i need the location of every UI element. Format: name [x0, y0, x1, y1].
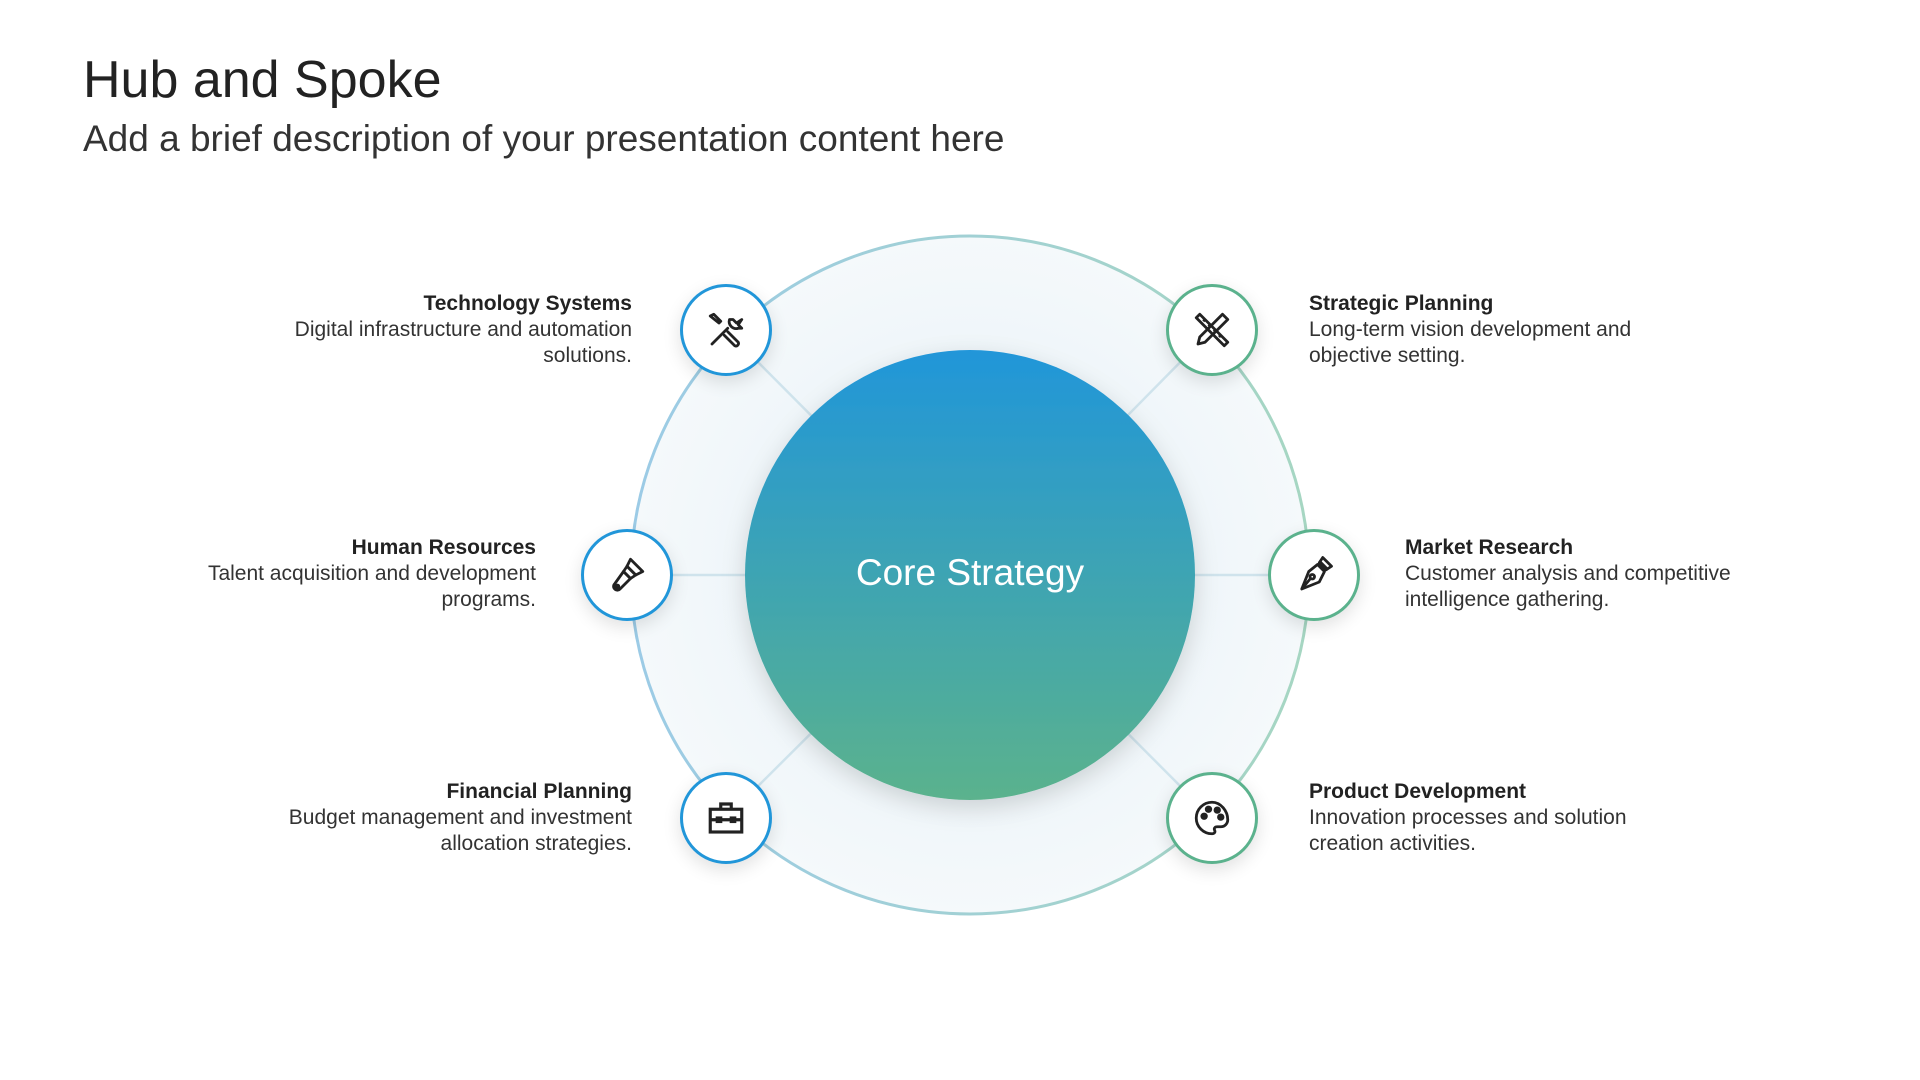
palette-icon	[1194, 800, 1230, 836]
spoke-title: Strategic Planning	[1309, 292, 1494, 315]
toolbox-icon	[708, 802, 744, 834]
spoke-node-product-development[interactable]	[1166, 772, 1258, 864]
spoke-node-strategic-planning[interactable]	[1166, 284, 1258, 376]
spoke-title: Product Development	[1309, 780, 1527, 803]
paintbrush-icon	[612, 557, 645, 592]
spoke-node-human-resources[interactable]	[581, 529, 673, 621]
spoke-node-financial-planning[interactable]	[680, 772, 772, 864]
hub-label: Core Strategy	[855, 552, 1085, 593]
pen-nib-icon	[1300, 556, 1333, 591]
page-title: Hub and Spoke	[83, 51, 442, 109]
hub-circle	[745, 350, 1195, 800]
spoke-text-product-development: Product Development Innovation processes…	[1309, 779, 1699, 857]
pencil-ruler-icon	[1194, 312, 1230, 348]
spoke-node-market-research[interactable]	[1268, 529, 1360, 621]
spoke-description: Digital infrastructure and automation so…	[294, 318, 632, 367]
spoke-description: Customer analysis and competitive intell…	[1405, 562, 1731, 611]
spoke-title: Financial Planning	[446, 780, 632, 803]
spoke-description: Talent acquisition and development progr…	[207, 562, 536, 611]
spoke-text-technology-systems: Technology Systems Digital infrastructur…	[212, 291, 632, 369]
spoke-text-strategic-planning: Strategic Planning Long-term vision deve…	[1309, 291, 1699, 369]
spoke-title: Market Research	[1405, 536, 1574, 559]
spoke-text-market-research: Market Research Customer analysis and co…	[1405, 535, 1795, 613]
spoke-node-technology-systems[interactable]	[680, 284, 772, 376]
spoke-title: Technology Systems	[423, 292, 632, 315]
spoke-description: Long-term vision development and objecti…	[1309, 318, 1632, 367]
spoke-text-human-resources: Human Resources Talent acquisition and d…	[116, 535, 536, 613]
page-subtitle: Add a brief description of your presenta…	[83, 118, 1005, 159]
spoke-title: Human Resources	[351, 536, 536, 559]
spoke-description: Innovation processes and solution creati…	[1309, 806, 1627, 855]
spoke-text-financial-planning: Financial Planning Budget management and…	[212, 779, 632, 857]
spoke-description: Budget management and investment allocat…	[288, 806, 632, 855]
tools-icon	[708, 312, 744, 348]
